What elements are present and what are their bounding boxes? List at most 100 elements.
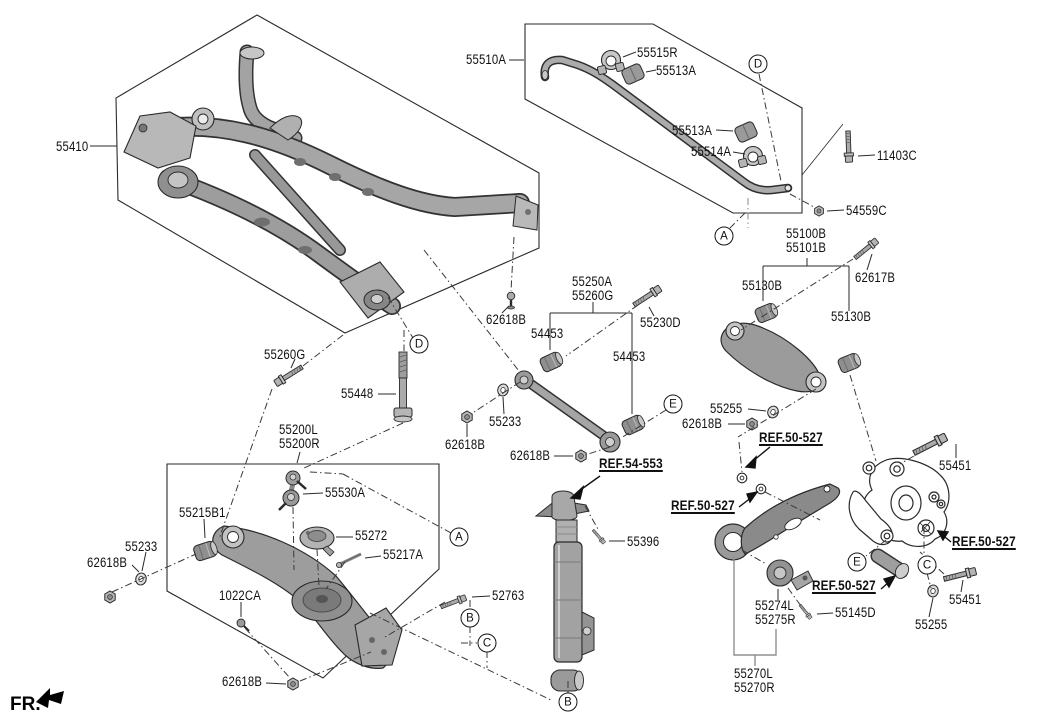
bolt-55260g <box>272 362 305 388</box>
part-label-55200l-55200r: 55200L 55200R <box>279 422 320 451</box>
nut-54559c <box>814 205 824 217</box>
part-label-62618b-rod-bottom: 62618B <box>510 448 551 463</box>
bolt-55145d <box>797 603 814 621</box>
lower-control-arm <box>212 525 403 669</box>
bolt-55451-top <box>911 431 949 459</box>
part-label-55145d: 55145D <box>835 605 876 620</box>
part-label-62617b: 62617B <box>855 270 896 285</box>
stabilizer-bushing-55513a-top <box>621 63 645 85</box>
part-label-54453-left: 54453 <box>531 326 564 341</box>
part-label-55451-bottom: 55451 <box>949 592 982 607</box>
washer-55255-right <box>926 583 940 599</box>
assembly-outline-boxes <box>115 14 803 679</box>
assembly-ref-d-8: D <box>409 334 429 354</box>
assembly-ref-c-5: C <box>477 633 497 653</box>
part-label-55510a: 55510A <box>466 52 507 67</box>
part-label-55396: 55396 <box>627 534 660 549</box>
knuckle-bushing-cylinder <box>870 548 910 579</box>
nut-62618b-arm-bottom <box>287 677 299 691</box>
assembly-ref-c-6: C <box>917 555 937 575</box>
rear-knuckle <box>848 457 950 547</box>
part-label-ref-50-527-left: REF.50-527 <box>671 497 735 513</box>
assembly-ref-b-3: B <box>460 608 480 628</box>
bushing-54453-left <box>538 349 566 374</box>
assembly-ref-d-7: D <box>748 54 768 74</box>
front-direction-indicator: FR. <box>10 694 41 716</box>
nut-62618b-rod-left <box>461 410 473 424</box>
subframe-crossmember <box>123 44 539 319</box>
stabilizer-clamp-55515r <box>597 49 625 75</box>
part-label-62618b-upper-arm: 62618B <box>682 416 723 431</box>
stabilizer-bar <box>540 55 793 195</box>
grommet-ref-left <box>755 483 767 495</box>
assembly-ref-e-10: E <box>847 552 867 572</box>
part-label-ref-50-527-top: REF.50-527 <box>759 429 823 445</box>
part-label-55255-upper: 55255 <box>710 401 743 416</box>
shock-absorber <box>534 490 595 692</box>
part-label-ref-50-527-center: REF.50-527 <box>812 577 876 593</box>
reference-dash-lines <box>111 73 945 701</box>
bolt-55230d <box>631 283 664 310</box>
part-label-55513a-mid: 55513A <box>672 123 713 138</box>
part-label-62618b-rod-left: 62618B <box>445 437 486 452</box>
grommet-ref-top <box>736 472 748 484</box>
bushing-55215b1 <box>192 539 220 563</box>
fr-arrow-icon <box>36 688 64 708</box>
trailing-arm <box>714 483 841 561</box>
part-label-55100b-55101b: 55100B 55101B <box>786 226 827 255</box>
part-label-11403c: 11403C <box>877 148 917 163</box>
part-label-55215b1: 55215B1 <box>179 505 226 520</box>
part-label-55250a-55260g: 55250A 55260G <box>572 274 614 303</box>
bolt-62617b <box>851 236 880 262</box>
part-label-55270l-55270r: 55270L 55270R <box>734 666 775 695</box>
nut-62618b-arm-left <box>104 590 116 604</box>
bushing-55130b-left <box>753 301 781 325</box>
part-label-55260g: 55260G <box>264 347 306 362</box>
part-label-55255-right: 55255 <box>915 617 948 632</box>
part-label-1022ca: 1022CA <box>219 588 261 603</box>
part-label-55530a: 55530A <box>325 485 366 500</box>
stud-62618b-subframe <box>506 291 516 310</box>
bolt-55451-bottom <box>942 565 978 585</box>
ref-arrows <box>569 446 952 590</box>
part-label-55217a: 55217A <box>383 547 424 562</box>
part-label-55515r: 55515R <box>637 45 678 60</box>
part-label-55233-upper: 55233 <box>489 414 522 429</box>
assist-arm-rod <box>514 370 621 453</box>
part-label-54559c: 54559C <box>846 203 887 218</box>
stabilizer-box-outline <box>524 23 803 214</box>
part-label-55272: 55272 <box>355 528 388 543</box>
pin-55217a <box>335 552 362 569</box>
bolt-1022ca <box>236 618 250 632</box>
part-label-55451-top: 55451 <box>939 458 972 473</box>
part-label-55233-lower: 55233 <box>125 539 158 554</box>
part-label-ref-54-553: REF.54-553 <box>599 455 663 471</box>
part-label-55130b-right: 55130B <box>831 309 872 324</box>
part-label-62618b-arm-bottom: 62618B <box>222 674 263 689</box>
assembly-ref-b-4: B <box>558 692 578 712</box>
assembly-ref-e-9: E <box>663 394 683 414</box>
part-label-55130b-left: 55130B <box>742 278 783 293</box>
part-label-ref-50-527-right: REF.50-527 <box>952 533 1016 549</box>
part-label-62618b-subframe: 62618B <box>486 312 527 327</box>
bushing-55130b-right <box>836 351 864 375</box>
nut-62618b-rod-bottom <box>575 449 587 463</box>
part-label-52763: 52763 <box>492 588 525 603</box>
label-bracket-lines <box>296 258 850 600</box>
subframe-box-outline <box>115 14 540 334</box>
part-label-54453-right: 54453 <box>613 349 646 364</box>
stabilizer-clamp-55514a <box>738 145 767 168</box>
part-label-55230d: 55230D <box>640 315 681 330</box>
part-label-55448: 55448 <box>341 386 374 401</box>
part-label-55274l-55275r: 55274L 55275R <box>755 598 796 627</box>
stabilizer-bushing-55513a-mid <box>734 121 758 143</box>
stabilizer-link-55530a <box>278 470 307 511</box>
part-label-55513a-top: 55513A <box>656 63 697 78</box>
assembly-ref-a-1: A <box>714 226 734 246</box>
bolt-55448 <box>393 351 413 423</box>
bolt-11403c <box>842 130 855 163</box>
bolt-55396 <box>590 528 607 545</box>
bushing-55274 <box>766 559 814 591</box>
